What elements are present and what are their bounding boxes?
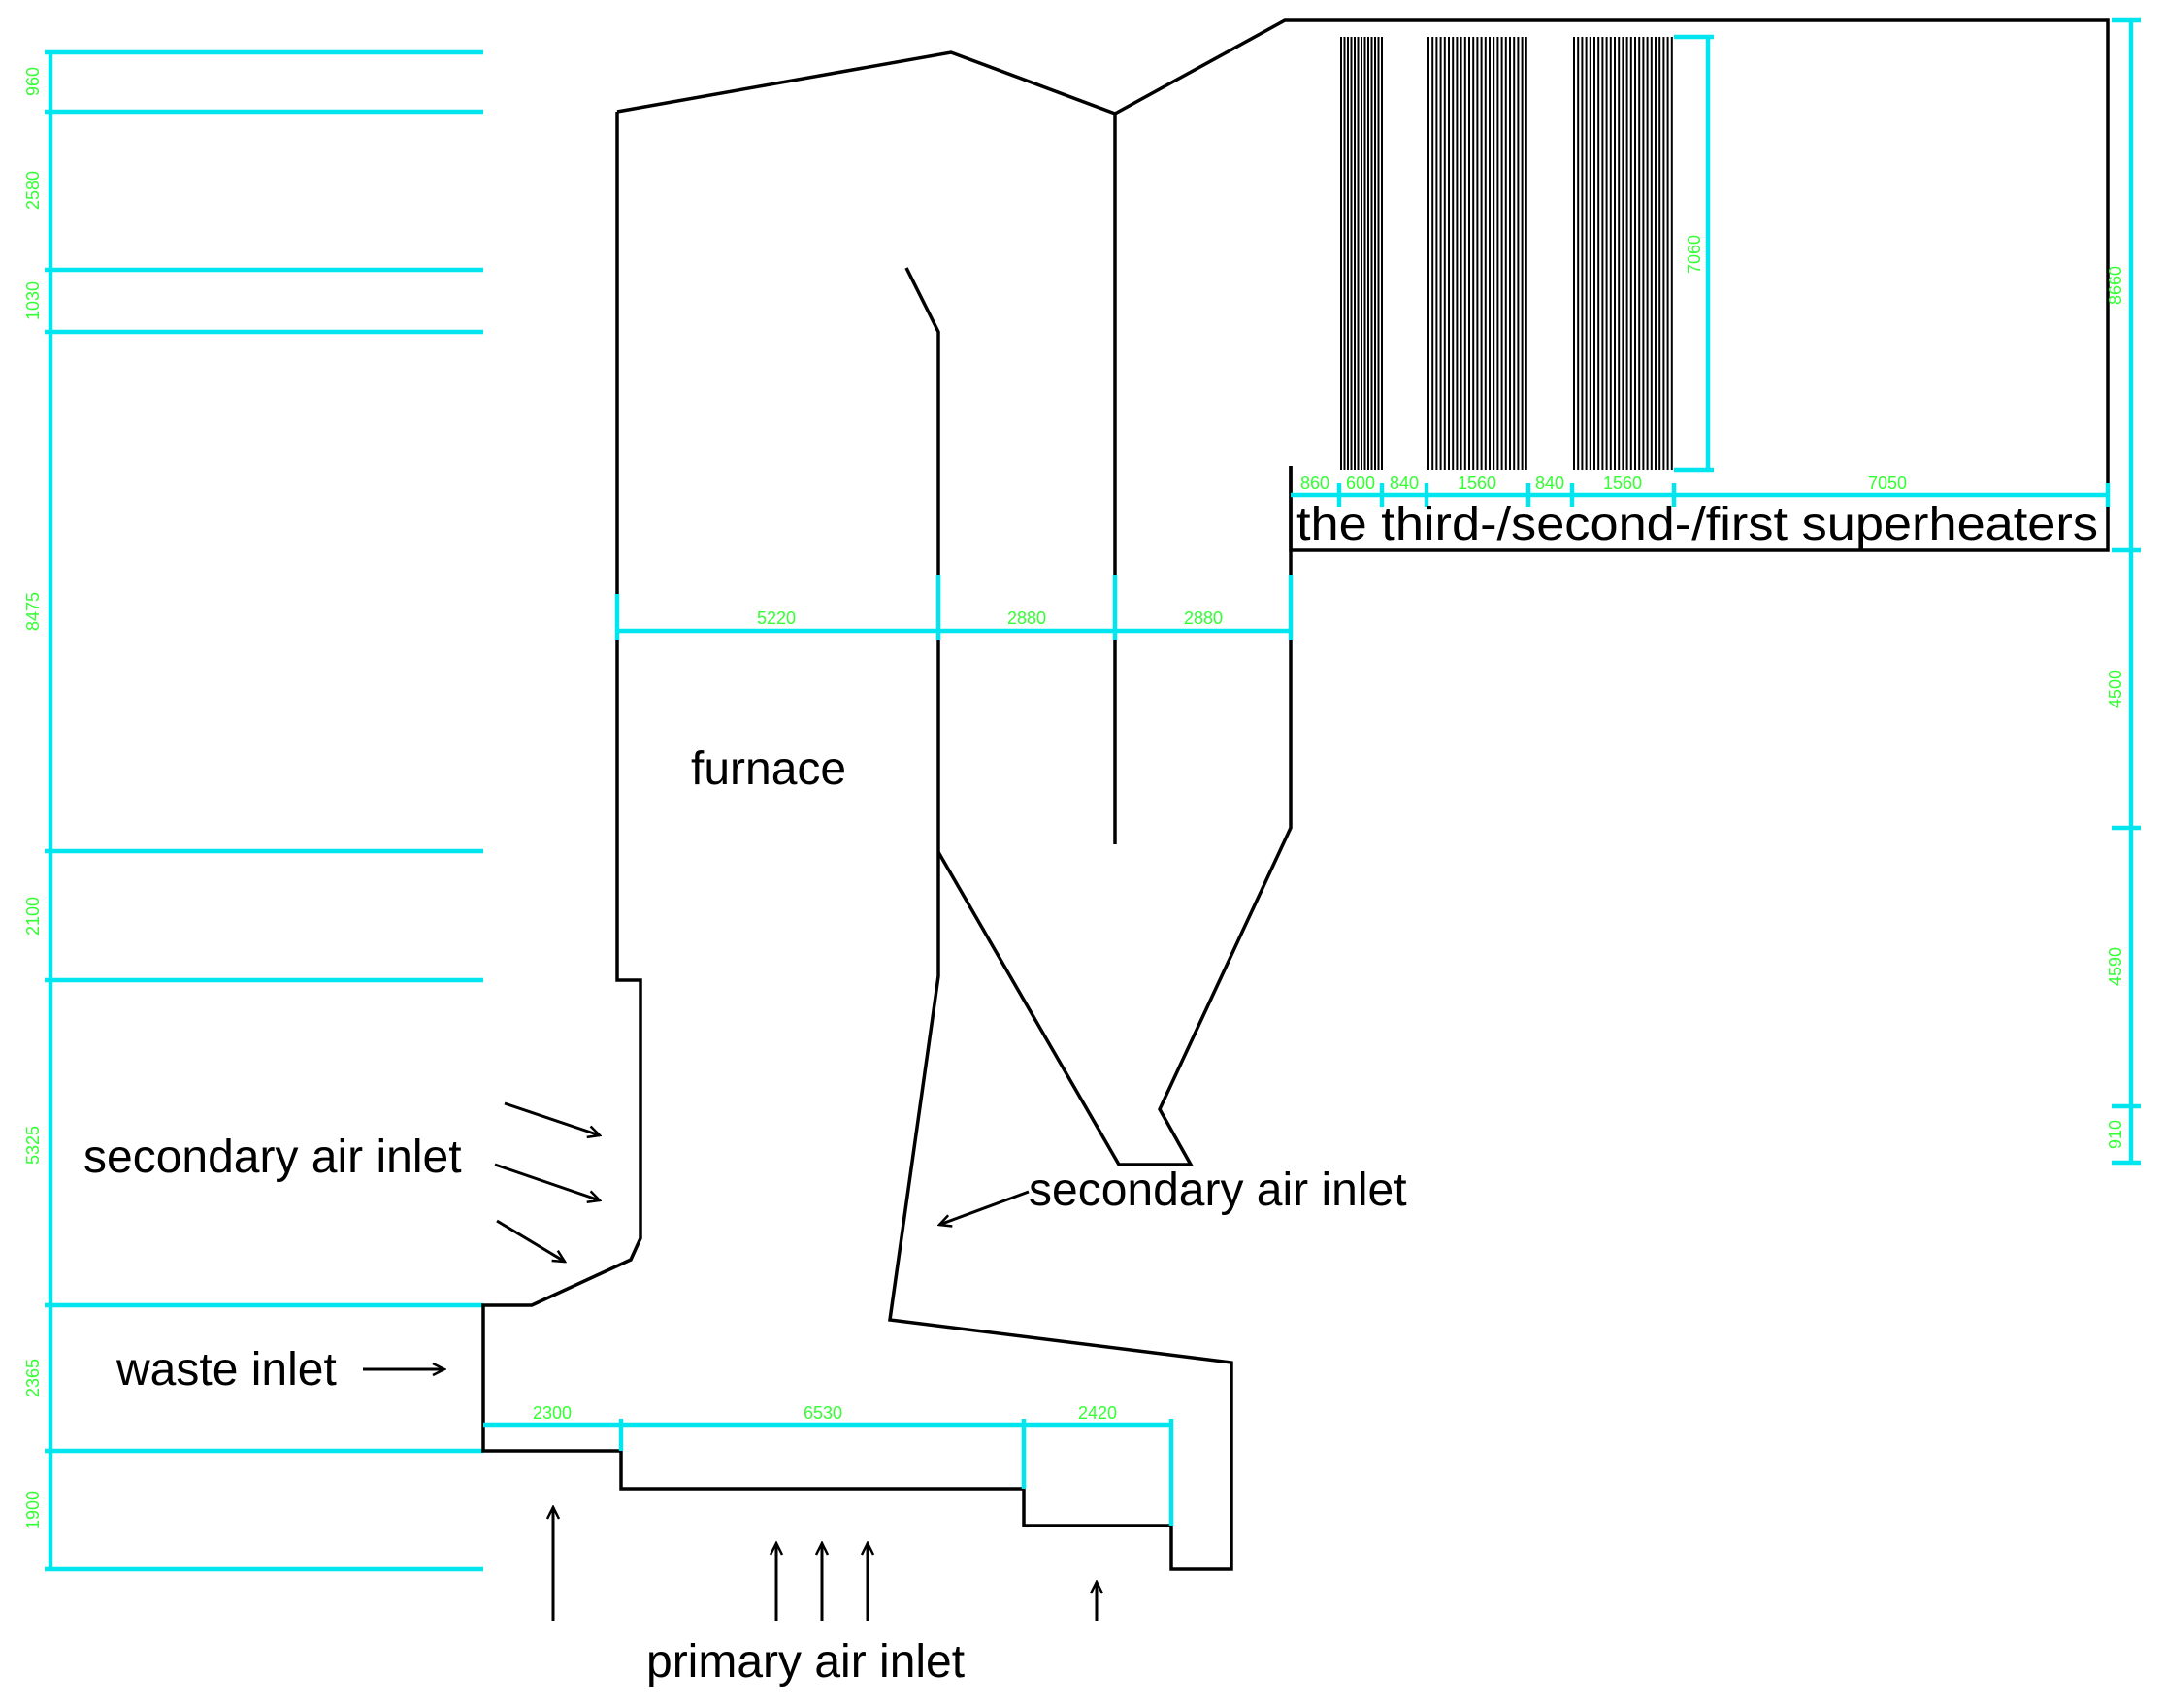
- sh-dim-2: 600: [1346, 474, 1375, 493]
- grate-dim-3: 2420: [1078, 1403, 1117, 1423]
- left-dim-6: 5325: [23, 1126, 43, 1165]
- middle-dimension-row: 5220 2880 2880: [614, 575, 1294, 640]
- superheater-banks: [1340, 37, 1673, 470]
- sh-dim-1: 860: [1300, 474, 1329, 493]
- boiler-outline: [481, 18, 2110, 1571]
- secondary-air-inlet-left-label: secondary air inlet: [83, 1132, 462, 1183]
- sh-dim-4: 1560: [1458, 474, 1496, 493]
- right-dim-2: 4500: [2106, 670, 2125, 708]
- grate-dim-2: 6530: [804, 1403, 842, 1423]
- secondary-air-arrow-2: [494, 1163, 600, 1200]
- secondary-air-inlet-right-label: secondary air inlet: [1029, 1165, 1407, 1216]
- left-dimension-chain: 960 2580 1030 8475 2100 5325 2365 1900: [23, 49, 483, 1572]
- left-dim-1: 960: [23, 67, 43, 96]
- left-dim-2: 2580: [23, 171, 43, 210]
- primary-air-inlet-label: primary air inlet: [646, 1636, 965, 1688]
- diagram-labels: furnace the third-/second-/first superhe…: [83, 499, 2098, 1688]
- left-dim-5: 2100: [23, 897, 43, 936]
- superheater-dimension-row: 860 600 840 1560 840 1560 7050 7060: [1291, 34, 2111, 507]
- grate-dimension-row: 2300 6530 2420: [483, 1403, 1174, 1526]
- right-dim-4: 910: [2106, 1120, 2125, 1149]
- mid-dim-2: 2880: [1007, 608, 1046, 628]
- tube-height-dim: 7060: [1685, 235, 1704, 274]
- mid-dim-3: 2880: [1184, 608, 1223, 628]
- air-inlet-arrows: [363, 1101, 1097, 1621]
- left-dim-7: 2365: [23, 1359, 43, 1397]
- left-dim-8: 1900: [23, 1491, 43, 1529]
- grate-dim-1: 2300: [533, 1403, 572, 1423]
- superheater-bank-3: [1340, 37, 1383, 470]
- sh-dim-3: 840: [1390, 474, 1419, 493]
- right-dim-3: 4590: [2106, 947, 2125, 986]
- superheater-bank-1: [1573, 37, 1673, 470]
- secondary-air-arrow-1: [504, 1101, 600, 1135]
- furnace-label: furnace: [691, 743, 846, 795]
- sh-dim-5: 840: [1535, 474, 1564, 493]
- sh-dim-6: 1560: [1603, 474, 1642, 493]
- waste-inlet-label: waste inlet: [115, 1344, 337, 1396]
- right-dim-1: 8660: [2106, 266, 2125, 305]
- secondary-air-arrow-3: [496, 1219, 565, 1262]
- superheater-bank-2: [1427, 37, 1527, 470]
- superheaters-label: the third-/second-/first superheaters: [1296, 499, 2098, 550]
- sh-dim-7: 7050: [1868, 474, 1907, 493]
- left-dim-4: 8475: [23, 592, 43, 631]
- secondary-air-arrow-right: [939, 1190, 1030, 1225]
- mid-dim-1: 5220: [757, 608, 796, 628]
- right-dimension-chain: 8660 4500 4590 910: [2106, 17, 2141, 1166]
- left-dim-3: 1030: [23, 281, 43, 320]
